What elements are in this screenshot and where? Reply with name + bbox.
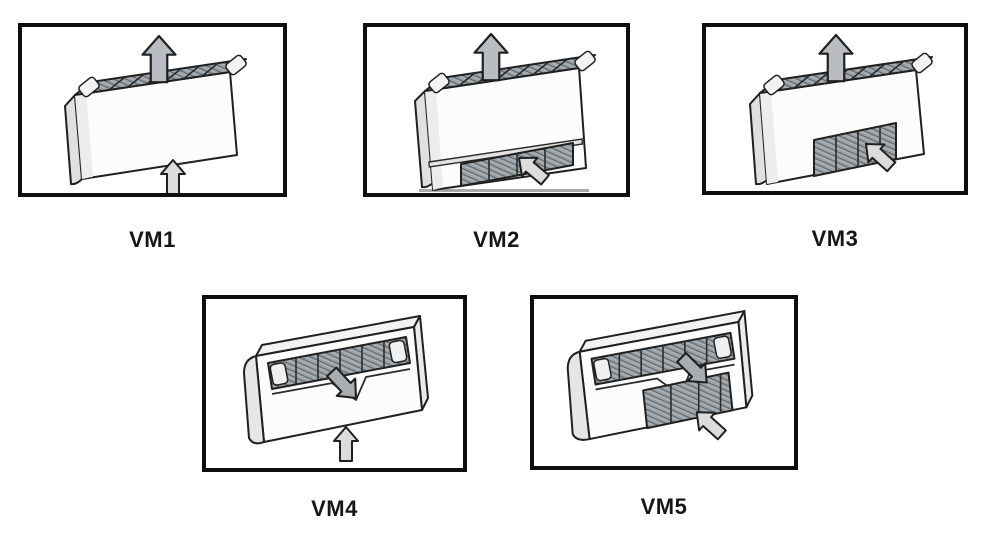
front-panel-crease	[271, 368, 411, 401]
grille-end-cap	[225, 54, 247, 76]
fan-coil-unit-vm3-illustration	[749, 33, 933, 186]
front-discharge-grille	[590, 331, 736, 386]
air-in-front-lower-grille-arrow-icon	[695, 411, 727, 441]
panel-label-vm3: VM3	[811, 226, 859, 251]
fan-coil-unit-vm5-illustration	[566, 310, 754, 441]
panel-vm1	[18, 23, 287, 197]
base-groove	[428, 138, 584, 168]
grille-end-cap	[269, 362, 289, 386]
front-discharge-grille	[267, 336, 411, 390]
grille-end-cap	[763, 74, 785, 96]
unit-body	[64, 54, 247, 186]
panel-label-vm4: VM4	[311, 496, 358, 521]
grille-end-cap	[911, 52, 933, 74]
grille-end-cap	[428, 72, 450, 94]
grille-end-cap	[78, 76, 100, 98]
fan-coil-unit-vm2-illustration	[414, 32, 596, 192]
grille-end-cap	[574, 50, 596, 72]
unit-body	[566, 310, 754, 441]
panel-label-vm5: VM5	[640, 494, 688, 519]
fan-coil-unit-vm4-illustration	[243, 315, 429, 462]
fan-coil-unit-vm1-illustration	[64, 34, 247, 193]
panel-vm3	[702, 23, 968, 195]
air-in-front-base-arrow-icon	[518, 156, 550, 186]
grille-end-cap	[713, 335, 732, 359]
grille-end-cap	[388, 339, 408, 364]
top-discharge-grille	[759, 52, 933, 96]
air-out-top-up-arrow-icon	[818, 33, 854, 83]
air-in-bottom-up-arrow-icon	[333, 426, 359, 462]
grille-end-cap	[593, 357, 612, 382]
air-in-bottom-up-arrow-icon	[160, 159, 186, 193]
air-out-front-arrow-icon	[676, 351, 708, 384]
unit-body	[414, 50, 596, 191]
air-out-front-arrow-icon	[325, 366, 358, 400]
air-out-top-up-arrow-icon	[473, 32, 509, 82]
panel-label-vm1: VM1	[129, 227, 176, 252]
front-base-intake-grille	[460, 142, 574, 187]
panel-vm2	[363, 23, 630, 197]
air-out-top-up-arrow-icon	[141, 34, 177, 84]
air-in-front-grille-arrow-icon	[865, 143, 897, 173]
panel-vm4	[202, 295, 467, 472]
panel-label-vm2: VM2	[473, 227, 520, 252]
panel-vm5	[530, 295, 798, 470]
